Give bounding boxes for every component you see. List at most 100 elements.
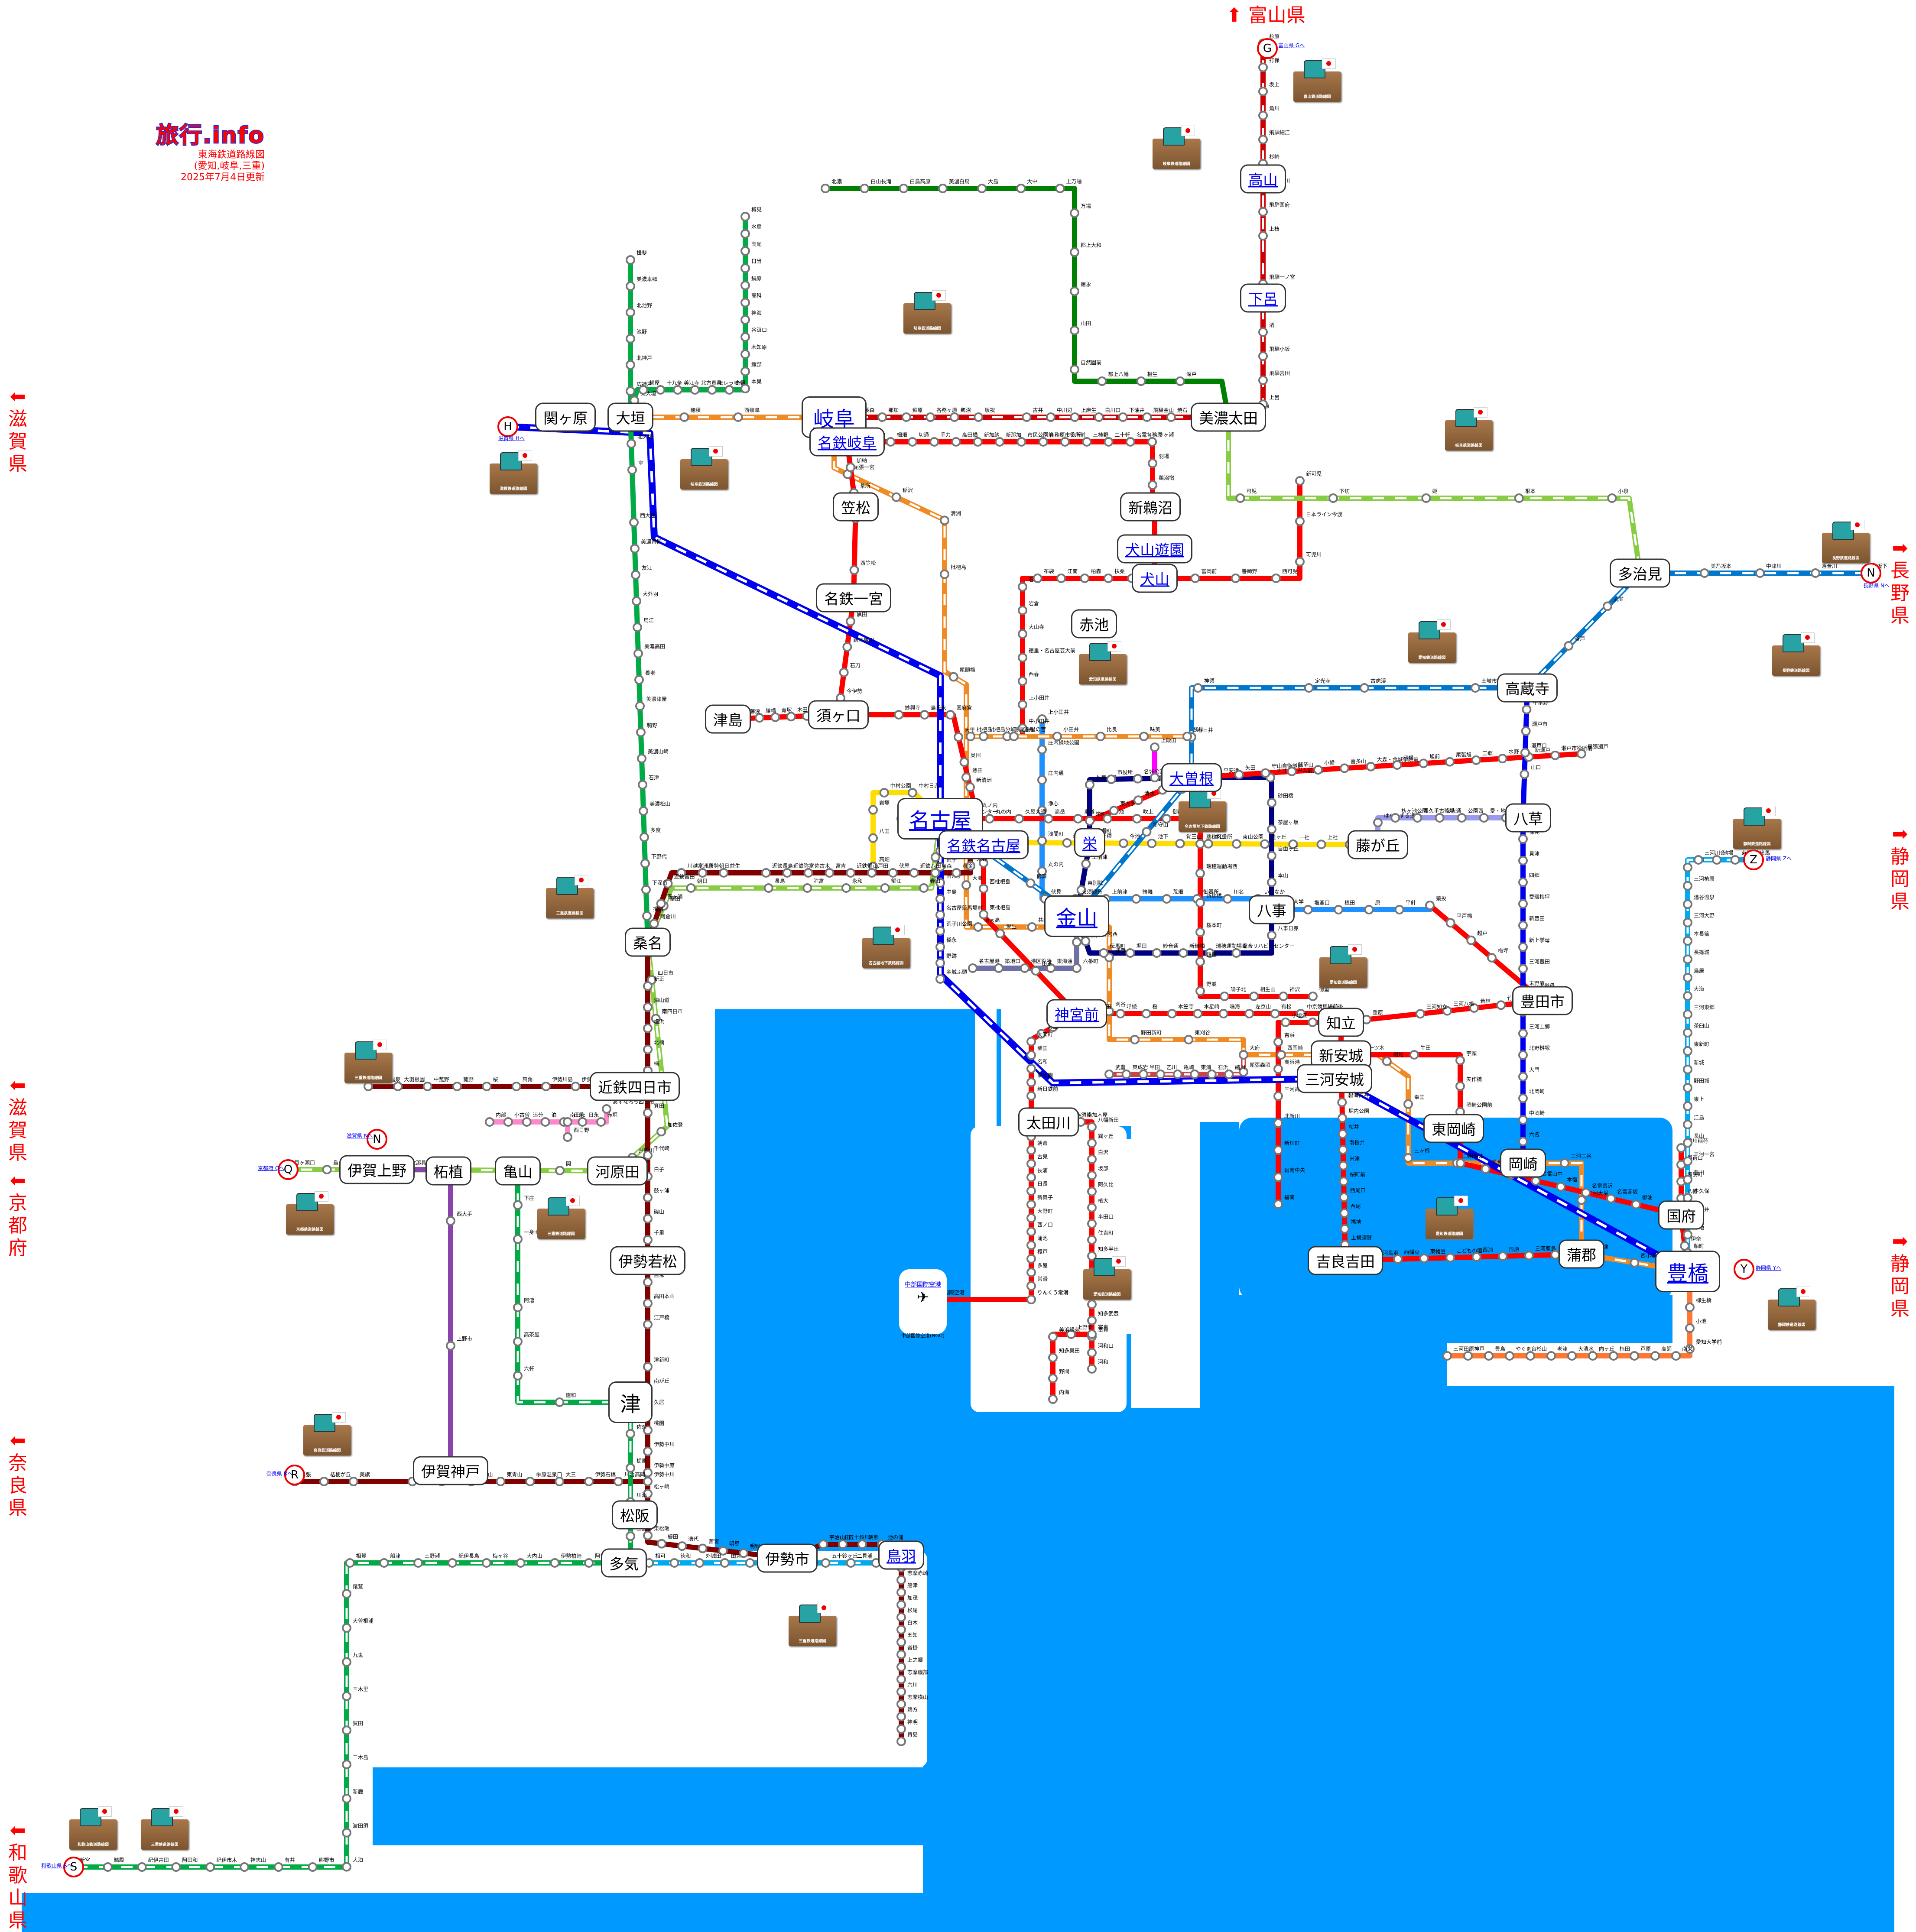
station-marker[interactable] [643,981,653,991]
banner-label[interactable]: 長野鉄道路線図 [1782,669,1810,673]
station-marker[interactable] [867,868,877,878]
station-marker[interactable] [896,1724,906,1734]
station-marker[interactable] [657,1539,667,1549]
banner-label[interactable]: 岐阜鉄道路線図 [1455,444,1483,448]
station-marker[interactable] [1033,574,1042,583]
station-marker[interactable] [1044,814,1053,823]
station-marker[interactable] [1267,877,1276,887]
station-marker[interactable] [1037,714,1047,724]
station-marker[interactable] [1258,351,1268,361]
station-marker[interactable] [413,1558,423,1568]
station-marker[interactable] [1142,412,1152,422]
station-marker[interactable] [985,814,994,823]
station-marker[interactable] [1148,458,1157,468]
station-marker[interactable] [137,1862,147,1872]
station-marker[interactable] [979,732,988,741]
station-marker[interactable] [1390,813,1400,823]
banner-label[interactable]: 京都鉄道路線図 [296,1228,324,1232]
station-marker[interactable] [1338,1145,1348,1155]
station-marker[interactable] [1522,704,1532,714]
banner-aichi-2[interactable]: 愛知鉄道路線図 [1408,619,1456,663]
station-marker[interactable] [1026,1281,1036,1291]
station-marker[interactable] [1683,1156,1692,1166]
station-marker[interactable] [322,1165,332,1174]
station-marker[interactable] [1276,1050,1286,1060]
banner-label[interactable]: 奈良鉄道路線図 [313,1449,341,1453]
station-marker[interactable] [1258,327,1268,337]
station-marker[interactable] [342,1657,351,1667]
banner-nagoya-subway-2[interactable]: 名古屋地下鉄路線図 [862,925,910,968]
station-marker[interactable] [1683,1064,1692,1074]
banner-label[interactable]: 岐阜鉄道路線図 [1163,162,1190,166]
hub-station[interactable]: 豊橋 [1655,1251,1721,1292]
station-marker[interactable] [786,712,796,722]
banner-label[interactable]: 愛知鉄道路線図 [1093,1293,1121,1297]
station-marker[interactable] [1514,493,1524,503]
station-marker[interactable] [1403,1099,1413,1109]
banner-label[interactable]: 滋賀鉄道路線図 [500,487,527,491]
station-marker[interactable] [342,1589,351,1599]
banner-label[interactable]: 静岡鉄道路線図 [1743,842,1771,846]
station-marker[interactable] [513,1303,523,1313]
station-marker[interactable] [643,1319,653,1329]
station-marker[interactable] [1020,963,1029,973]
station-marker[interactable] [516,1558,526,1568]
station-marker[interactable] [802,883,812,893]
station-marker[interactable] [643,1446,653,1456]
exit-marker-s[interactable]: S [63,1857,84,1877]
station-marker[interactable] [1683,881,1692,891]
station-marker[interactable] [1048,1394,1058,1404]
pref-shizuoka-south[interactable]: ➡ 静岡県 [1889,1230,1911,1320]
banner-mie-3[interactable]: 三重鉄道路線図 [537,1196,585,1239]
station-marker[interactable] [663,878,673,888]
station-marker[interactable] [1037,866,1047,876]
station-marker[interactable] [1577,749,1586,759]
exit-marker-g[interactable]: G [1257,38,1278,59]
station-marker[interactable] [643,1477,653,1486]
station-marker[interactable] [896,1625,906,1634]
station-marker[interactable] [995,929,1005,939]
station-marker[interactable] [968,963,977,973]
station-marker[interactable] [1445,918,1455,928]
exit-marker-z[interactable]: Z [1743,849,1764,870]
station-marker[interactable] [935,910,945,920]
pref-wakayama[interactable]: ⬅ 和歌山県 [7,1819,29,1932]
station-marker[interactable] [643,1193,653,1203]
station-marker[interactable] [513,1337,523,1346]
station-marker[interactable] [555,1397,565,1407]
station-marker[interactable] [1683,936,1692,946]
banner-nagoya-subway-1[interactable]: 名古屋地下鉄路線図 [1179,788,1226,832]
station-marker[interactable] [1167,1009,1177,1018]
station-marker[interactable] [1150,742,1159,752]
station-marker[interactable] [651,1014,661,1024]
station-marker[interactable] [1097,376,1107,386]
station-marker[interactable] [1026,1172,1036,1182]
hub-station[interactable]: 神宮前 [1046,999,1107,1028]
station-marker[interactable] [1518,1093,1528,1103]
exit-link-y[interactable]: 静岡県 Yへ [1756,1265,1782,1271]
station-marker[interactable] [626,386,635,396]
station-marker[interactable] [482,1082,492,1091]
station-marker[interactable] [1471,1252,1481,1262]
station-marker[interactable] [1445,1253,1455,1263]
station-marker[interactable] [1518,877,1528,887]
station-marker[interactable] [342,1828,351,1838]
station-marker[interactable] [1056,574,1066,583]
station-marker[interactable] [935,942,945,952]
exit-link-r[interactable]: 奈良県 Rへ [266,1471,293,1477]
station-marker[interactable] [959,757,969,767]
station-marker[interactable] [1070,247,1079,257]
station-marker[interactable] [1518,1050,1528,1060]
station-marker[interactable] [952,868,961,878]
station-marker[interactable] [525,1477,535,1486]
station-marker[interactable] [639,806,649,816]
banner-label[interactable]: 三重鉄道路線図 [547,1232,575,1236]
station-marker[interactable] [319,1477,329,1486]
station-marker[interactable] [1394,905,1404,914]
exit-marker-h[interactable]: H [497,416,518,437]
station-marker[interactable] [945,710,955,720]
station-marker[interactable] [342,1862,351,1872]
station-marker[interactable] [1337,1097,1347,1107]
station-marker[interactable] [1014,814,1024,823]
banner-wakayama[interactable]: 和歌山鉄道路線図 [69,1806,117,1850]
